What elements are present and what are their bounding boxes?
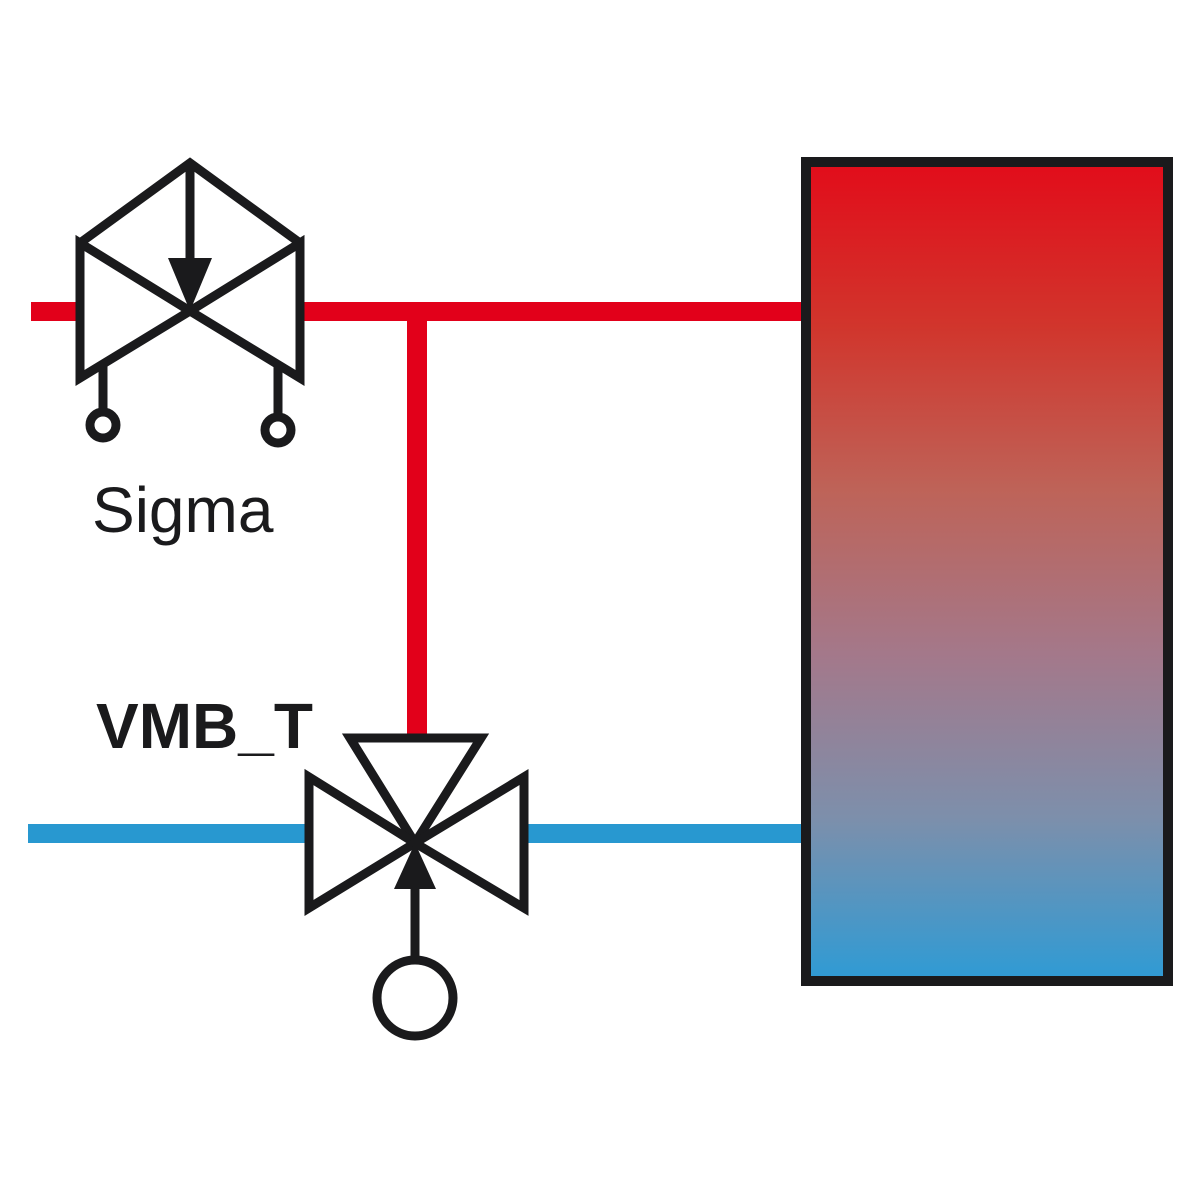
vmb-t-label: VMB_T (96, 690, 313, 762)
vmb-t-top-triangle (341, 733, 490, 852)
vmb-t-arrow-up-icon (394, 843, 436, 889)
hot-bypass-pipe (407, 302, 427, 737)
hot-supply-pipe-left (31, 302, 83, 321)
tank-body (801, 157, 1173, 986)
sigma-valve: Sigma (75, 157, 305, 546)
hot-supply-pipe-right (298, 302, 806, 321)
cold-return-pipe-right (524, 824, 806, 843)
sigma-label: Sigma (92, 474, 274, 546)
sigma-left-triangle (75, 234, 199, 387)
sigma-right-triangle (181, 234, 305, 387)
sigma-arrow-down-icon (168, 258, 212, 311)
cold-return-pipe-left (28, 824, 308, 843)
vmb-t-left-triangle (304, 768, 424, 917)
vmb-t-right-triangle (406, 769, 529, 916)
sigma-left-port-icon (85, 407, 121, 443)
storage-tank (801, 157, 1173, 986)
sigma-right-port-icon (260, 412, 296, 448)
vmb-t-valve: VMB_T (96, 690, 529, 1041)
pipes (28, 302, 806, 843)
vmb-t-sensor-icon (372, 955, 458, 1041)
